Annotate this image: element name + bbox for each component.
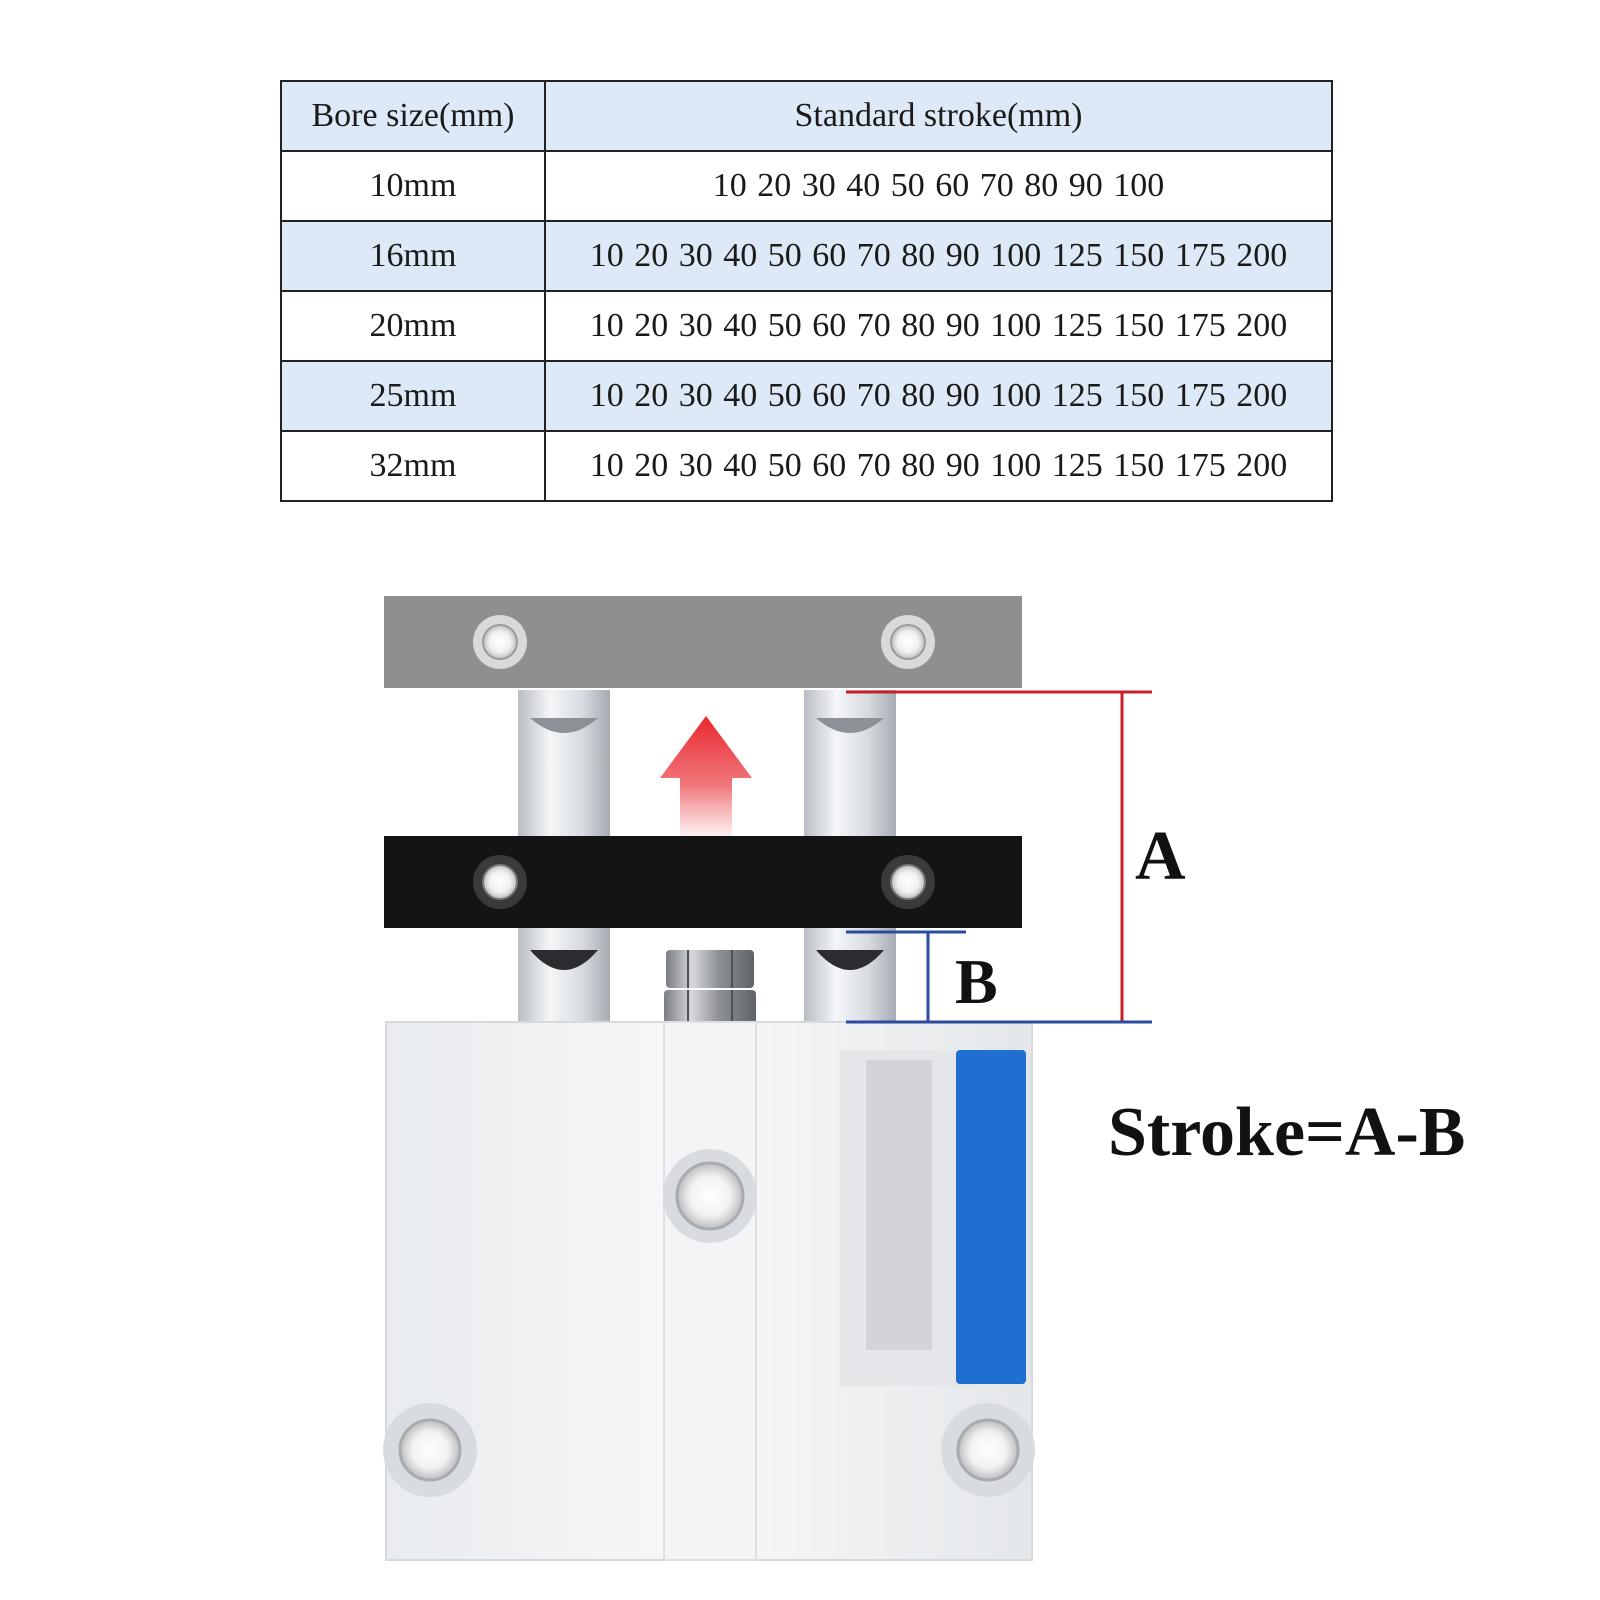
stroke-cell: 10 20 30 40 50 60 70 80 90 100 125 150 1… bbox=[544, 220, 1333, 292]
mounting-hole-icon bbox=[941, 1403, 1035, 1497]
header-standard-stroke: Standard stroke(mm) bbox=[544, 80, 1333, 152]
mounting-hole-icon bbox=[383, 1403, 477, 1497]
mounting-hole-icon bbox=[881, 855, 935, 909]
table-row: 10mm 10 20 30 40 50 60 70 80 90 100 bbox=[280, 150, 1333, 222]
bore-cell: 16mm bbox=[280, 220, 546, 292]
table-row: 32mm 10 20 30 40 50 60 70 80 90 100 125 … bbox=[280, 430, 1333, 502]
stroke-spec-table: Bore size(mm) Standard stroke(mm) 10mm 1… bbox=[280, 80, 1333, 502]
cylinder-body bbox=[383, 1021, 1035, 1561]
blue-label-strip bbox=[956, 1050, 1026, 1384]
bore-cell: 20mm bbox=[280, 290, 546, 362]
dimension-a-label: A bbox=[1135, 818, 1186, 895]
dimension-a-marker bbox=[846, 690, 1152, 1022]
stroke-formula: Stroke=A-B bbox=[1108, 1094, 1466, 1171]
port-hole-icon bbox=[663, 1149, 757, 1243]
header-bore-size: Bore size(mm) bbox=[280, 80, 546, 152]
table-row: 16mm 10 20 30 40 50 60 70 80 90 100 125 … bbox=[280, 220, 1333, 292]
bore-cell: 10mm bbox=[280, 150, 546, 222]
upward-arrow-icon bbox=[660, 716, 752, 842]
mounting-hole-icon bbox=[473, 855, 527, 909]
table-row: 25mm 10 20 30 40 50 60 70 80 90 100 125 … bbox=[280, 360, 1333, 432]
mounting-hole-icon bbox=[473, 615, 527, 669]
bore-cell: 25mm bbox=[280, 360, 546, 432]
table-header-row: Bore size(mm) Standard stroke(mm) bbox=[280, 80, 1333, 152]
retracted-moving-plate bbox=[384, 836, 1022, 928]
hex-nut-stopper-icon bbox=[664, 950, 756, 1024]
dimension-b-marker bbox=[846, 930, 1152, 1024]
mounting-hole-icon bbox=[881, 615, 935, 669]
table-row: 20mm 10 20 30 40 50 60 70 80 90 100 125 … bbox=[280, 290, 1333, 362]
dimension-b-label: B bbox=[955, 946, 998, 1017]
stroke-cell: 10 20 30 40 50 60 70 80 90 100 125 150 1… bbox=[544, 290, 1333, 362]
extended-end-plate bbox=[384, 596, 1022, 688]
stroke-cell: 10 20 30 40 50 60 70 80 90 100 125 150 1… bbox=[544, 430, 1333, 502]
bore-cell: 32mm bbox=[280, 430, 546, 502]
stroke-cell: 10 20 30 40 50 60 70 80 90 100 125 150 1… bbox=[544, 360, 1333, 432]
stroke-cell: 10 20 30 40 50 60 70 80 90 100 bbox=[544, 150, 1333, 222]
